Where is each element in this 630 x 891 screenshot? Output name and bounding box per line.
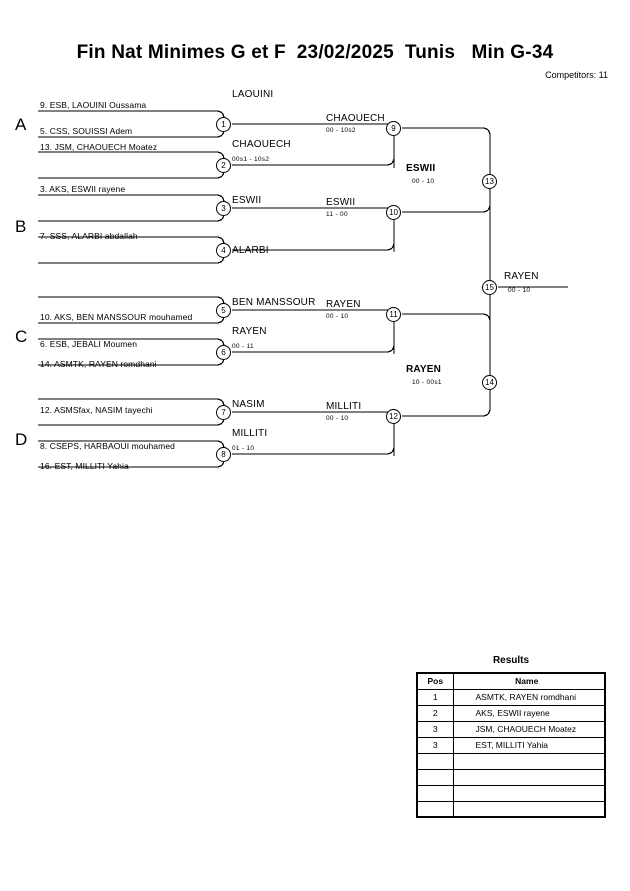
entry-competitor: 14. ASMTK, RAYEN romdhani xyxy=(40,359,157,369)
result-pos xyxy=(416,784,454,802)
match-score-9: 00 - 10s2 xyxy=(326,127,356,134)
match-node-12[interactable]: 12 xyxy=(386,409,401,424)
entry-competitor: 3. AKS, ESWII rayene xyxy=(40,184,126,194)
table-row[interactable]: 2 AKS, ESWII rayene xyxy=(416,704,606,722)
match-score-2: 00s1 - 10s2 xyxy=(232,156,270,163)
result-pos: 3 xyxy=(416,736,454,754)
entry-competitor: 10. AKS, BEN MANSSOUR mouhamed xyxy=(40,312,193,322)
match-winner-13: ESWII xyxy=(406,163,436,174)
match-winner-7: NASIM xyxy=(232,399,265,410)
table-row[interactable]: 1 ASMTK, RAYEN romdhani xyxy=(416,688,606,706)
match-score-6: 00 - 11 xyxy=(232,343,254,350)
match-winner-1: LAOUINI xyxy=(232,89,274,100)
result-name xyxy=(452,768,606,786)
results-header-row: Pos Name xyxy=(416,672,606,690)
table-row[interactable] xyxy=(416,768,606,786)
result-pos xyxy=(416,752,454,770)
match-node-3[interactable]: 3 xyxy=(216,201,231,216)
entry-competitor: 13. JSM, CHAOUECH Moatez xyxy=(40,142,158,152)
match-winner-4: ALARBI xyxy=(232,245,269,256)
match-winner-6: RAYEN xyxy=(232,326,267,337)
match-winner-14: RAYEN xyxy=(406,364,442,375)
entry-competitor: 7. SSS, ALARBI abdallah xyxy=(40,231,138,241)
result-name xyxy=(452,784,606,802)
entry-competitor: 9. ESB, LAOUINI Oussama xyxy=(40,100,147,110)
result-name: EST, MILLITI Yahia xyxy=(452,736,606,754)
match-winner-11: RAYEN xyxy=(326,299,361,310)
bracket-lines xyxy=(38,110,568,468)
match-node-4[interactable]: 4 xyxy=(216,243,231,258)
section-letter-d: D xyxy=(15,430,28,449)
match-winner-9: CHAOUECH xyxy=(326,113,385,124)
match-score-12: 00 - 10 xyxy=(326,415,349,422)
section-letter-a: A xyxy=(15,115,27,134)
match-node-2[interactable]: 2 xyxy=(216,158,231,173)
match-score-13: 00 - 10 xyxy=(412,178,435,185)
result-pos xyxy=(416,800,454,818)
table-row[interactable] xyxy=(416,800,606,818)
results-panel: Results Pos Name 1 ASMTK, RAYEN romdhani… xyxy=(416,655,606,818)
match-winner-2: CHAOUECH xyxy=(232,139,291,150)
entry-competitor: 8. CSEPS, HARBAOUI mouhamed xyxy=(40,441,175,451)
results-col-name: Name xyxy=(452,672,606,690)
result-name: ASMTK, RAYEN romdhani xyxy=(452,688,606,706)
entry-competitor: 5. CSS, SOUISSI Adem xyxy=(40,126,133,136)
result-name xyxy=(452,752,606,770)
match-node-7[interactable]: 7 xyxy=(216,405,231,420)
tournament-bracket: A B C D 9. ESB, LAOUINI Oussama 5. CSS, … xyxy=(15,89,568,471)
page-title: Fin Nat Minimes G et F 23/02/2025 Tunis … xyxy=(76,42,554,63)
section-letter-b: B xyxy=(15,217,27,236)
match-node-6[interactable]: 6 xyxy=(216,345,231,360)
match-winner-10: ESWII xyxy=(326,197,356,208)
results-title: Results xyxy=(492,655,530,666)
match-score-8: 01 - 10 xyxy=(232,445,255,452)
match-winner-5: BEN MANSSOUR xyxy=(232,297,316,308)
entry-competitor: 16. EST, MILLITI Yahia xyxy=(40,461,129,471)
match-score-14: 10 - 00s1 xyxy=(412,379,442,386)
entry-competitor: 12. ASMSfax, NASIM tayechi xyxy=(40,405,153,415)
competitors-count: Competitors: 11 xyxy=(545,70,608,80)
match-node-9[interactable]: 9 xyxy=(386,121,401,136)
match-node-1[interactable]: 1 xyxy=(216,117,231,132)
entry-competitor: 6. ESB, JEBALI Moumen xyxy=(40,339,138,349)
match-node-8[interactable]: 8 xyxy=(216,447,231,462)
result-name: AKS, ESWII rayene xyxy=(452,704,606,722)
match-score-10: 11 - 00 xyxy=(326,211,348,218)
match-winner-3: ESWII xyxy=(232,195,262,206)
match-score-15: 00 - 10 xyxy=(508,287,531,294)
results-col-pos: Pos xyxy=(416,672,454,690)
match-node-14[interactable]: 14 xyxy=(482,375,497,390)
match-score-11: 00 - 10 xyxy=(326,313,349,320)
table-row[interactable]: 3 JSM, CHAOUECH Moatez xyxy=(416,720,606,738)
section-letter-c: C xyxy=(15,327,28,346)
match-winner-8: MILLITI xyxy=(232,428,268,439)
match-node-13[interactable]: 13 xyxy=(482,174,497,189)
match-node-11[interactable]: 11 xyxy=(386,307,401,322)
match-node-10[interactable]: 10 xyxy=(386,205,401,220)
result-pos: 1 xyxy=(416,688,454,706)
result-pos xyxy=(416,768,454,786)
table-row[interactable] xyxy=(416,784,606,802)
table-row[interactable] xyxy=(416,752,606,770)
result-name xyxy=(452,800,606,818)
result-pos: 3 xyxy=(416,720,454,738)
table-row[interactable]: 3 EST, MILLITI Yahia xyxy=(416,736,606,754)
match-node-15[interactable]: 15 xyxy=(482,280,497,295)
match-winner-12: MILLITI xyxy=(326,401,362,412)
match-winner-15: RAYEN xyxy=(504,271,539,282)
result-pos: 2 xyxy=(416,704,454,722)
results-table: Pos Name 1 ASMTK, RAYEN romdhani 2 AKS, … xyxy=(416,672,606,818)
match-node-5[interactable]: 5 xyxy=(216,303,231,318)
result-name: JSM, CHAOUECH Moatez xyxy=(452,720,606,738)
